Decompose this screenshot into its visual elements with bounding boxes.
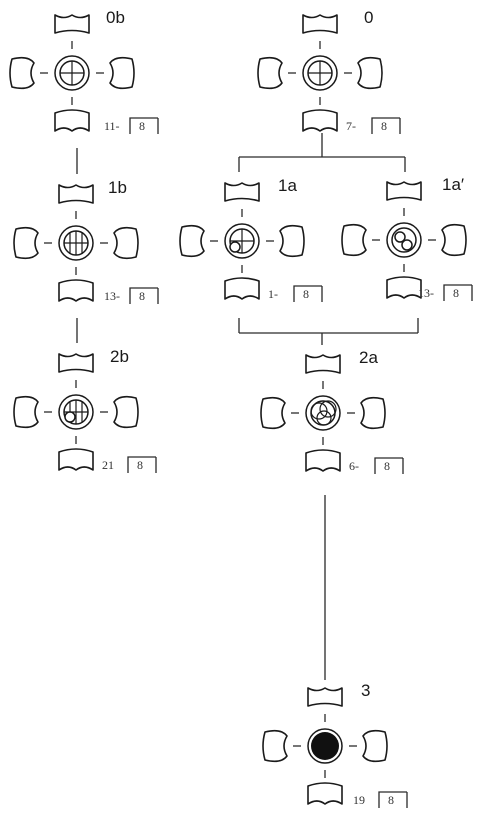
occlusal-view	[386, 222, 422, 258]
tooth-bottom-view	[58, 279, 94, 302]
tooth-code: 8	[139, 119, 145, 133]
tooth-bottom-view	[307, 782, 343, 805]
connection-lines	[76, 133, 419, 680]
tooth-top-view	[305, 354, 341, 374]
dentine-exposure	[319, 400, 337, 418]
tooth-bottom-view	[58, 448, 94, 471]
tooth-left-view	[179, 224, 205, 258]
occlusal-worn-surface	[311, 732, 339, 760]
tooth-left-view	[13, 226, 39, 260]
tooth-position-bracket	[371, 117, 400, 134]
occlusal-view	[224, 223, 260, 259]
stage-group-2b: 2b 21 8	[13, 347, 157, 473]
tooth-bottom-view	[224, 277, 260, 300]
dentine-exposure	[316, 410, 332, 426]
tooth-code: 8	[453, 286, 459, 300]
tooth-left-view	[341, 223, 367, 257]
tooth-top-view	[58, 353, 94, 373]
stage-group-2a: 2a 6- 8	[260, 348, 404, 474]
tooth-right-view	[357, 56, 383, 90]
tooth-right-view	[113, 395, 139, 429]
tooth-top-view	[302, 14, 338, 34]
tooth-code: 8	[137, 458, 143, 472]
occlusal-view	[58, 225, 94, 261]
tooth-bottom-view	[54, 109, 90, 132]
stage-group-0b: 0b 11- 8	[9, 8, 159, 134]
occlusal-view	[302, 55, 338, 91]
stage-group-0: 0 7- 8	[257, 8, 401, 134]
specimen-number: 11-	[104, 119, 120, 133]
tooth-top-view	[58, 184, 94, 204]
tooth-right-view	[362, 729, 388, 763]
tooth-left-view	[257, 56, 283, 90]
dentine-exposure	[229, 241, 241, 253]
tooth-right-view	[360, 396, 386, 430]
stage-group-1b: 1b 13- 8	[13, 178, 159, 304]
dentine-exposure	[394, 231, 406, 243]
tooth-code: 8	[139, 289, 145, 303]
tooth-top-view	[54, 14, 90, 34]
occlusal-view	[54, 55, 90, 91]
tooth-left-view	[13, 395, 39, 429]
occlusal-view	[58, 394, 94, 430]
tooth-right-view	[441, 223, 467, 257]
dentine-exposure	[310, 402, 328, 420]
occlusal-view	[307, 728, 343, 764]
stage-label: 1a	[278, 176, 297, 195]
tooth-code: 8	[381, 119, 387, 133]
tooth-right-view	[109, 56, 135, 90]
dentine-exposure	[401, 239, 413, 251]
stage-label: 3	[361, 681, 370, 700]
tooth-bottom-view	[386, 276, 422, 299]
occlusal-view	[305, 395, 341, 431]
dentine-exposure	[64, 411, 76, 423]
tooth-code: 8	[303, 287, 309, 301]
tooth-left-view	[262, 729, 288, 763]
tooth-position-bracket	[374, 457, 403, 474]
tooth-position-bracket	[127, 456, 156, 473]
stage-label: 2b	[110, 347, 129, 366]
tooth-right-view	[113, 226, 139, 260]
tooth-position-bracket	[129, 117, 158, 134]
stage-label: 2a	[359, 348, 378, 367]
tooth-top-view	[307, 687, 343, 707]
tooth-position-bracket	[443, 284, 472, 301]
tooth-code: 8	[388, 793, 394, 807]
tooth-left-view	[260, 396, 286, 430]
specimen-number: 13-	[418, 286, 434, 300]
tooth-bottom-view	[302, 109, 338, 132]
specimen-number: 19	[353, 793, 365, 807]
tooth-top-view	[386, 181, 422, 201]
specimen-number: 6-	[349, 459, 359, 473]
tooth-right-view	[279, 224, 305, 258]
stage-group-1a: 1a 1- 8	[179, 176, 323, 302]
tooth-position-bracket	[378, 791, 407, 808]
tooth-position-bracket	[129, 287, 158, 304]
specimen-number: 13-	[104, 289, 120, 303]
stage-label: 1b	[108, 178, 127, 197]
stage-label: 0	[364, 8, 373, 27]
stage-group-1a2: 1a′ 13- 8	[341, 175, 473, 301]
tooth-position-bracket	[293, 285, 322, 302]
tooth-bottom-view	[305, 449, 341, 472]
specimen-number: 7-	[346, 119, 356, 133]
stage-label: 0b	[106, 8, 125, 27]
stage-label: 1a′	[442, 175, 464, 194]
tooth-top-view	[224, 182, 260, 202]
specimen-number: 21	[102, 458, 114, 472]
specimen-number: 1-	[268, 287, 278, 301]
stage-group-3: 3 19 8	[262, 681, 408, 808]
tooth-left-view	[9, 56, 35, 90]
tooth-code: 8	[384, 459, 390, 473]
